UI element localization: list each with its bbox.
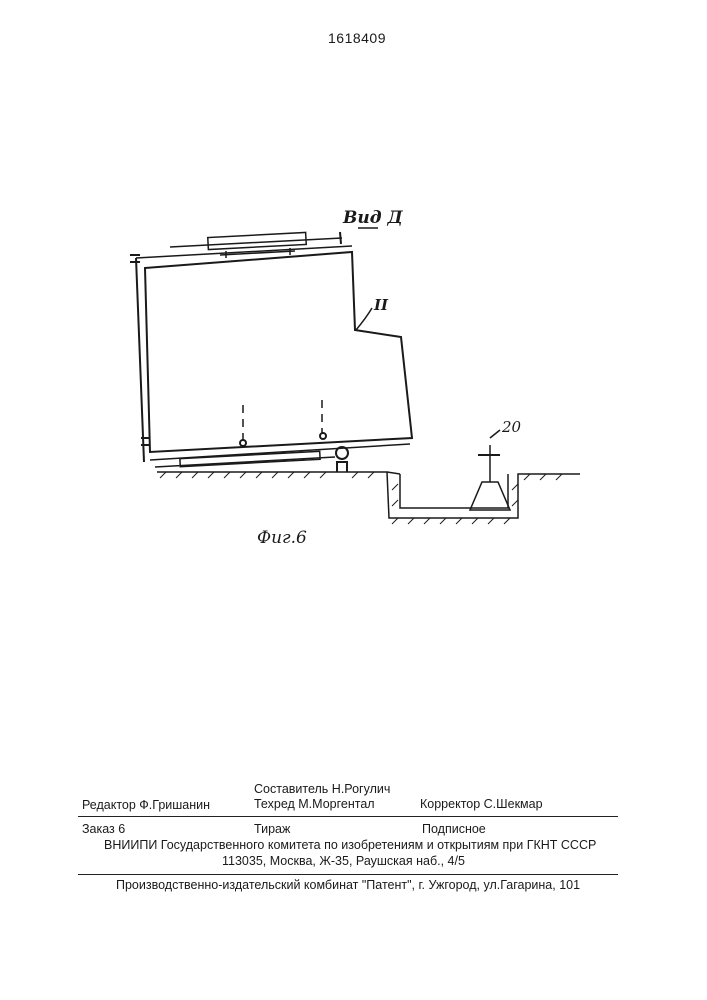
institute-line: ВНИИПИ Государственного комитета по изоб… — [104, 838, 596, 852]
divider-top — [78, 816, 618, 817]
subscription-line: Подписное — [422, 822, 486, 836]
address-line: 113035, Москва, Ж-35, Раушская наб., 4/5 — [222, 854, 465, 868]
divider-bottom — [78, 874, 618, 875]
corrector-line: Корректор С.Шекмар — [420, 797, 543, 811]
part-label: II — [374, 296, 388, 314]
order-line: Заказ 6 — [82, 822, 125, 836]
pit-unit — [470, 482, 510, 510]
top-rod — [170, 238, 342, 247]
editor-line: Редактор Ф.Гришанин — [82, 798, 210, 812]
circulation-line: Тираж — [254, 822, 290, 836]
compiler-line: Составитель Н.Рогулич — [254, 782, 390, 796]
ground-line — [157, 472, 580, 518]
technical-drawing — [0, 0, 707, 600]
techred-line: Техред М.Моргентал — [254, 797, 375, 811]
publisher-line: Производственно-издательский комбинат "П… — [116, 878, 580, 892]
figure-caption: Фиг.6 — [257, 528, 307, 548]
view-label: Вид Д — [343, 208, 403, 228]
reference-number: 20 — [502, 418, 521, 436]
machine-frame — [145, 252, 412, 452]
